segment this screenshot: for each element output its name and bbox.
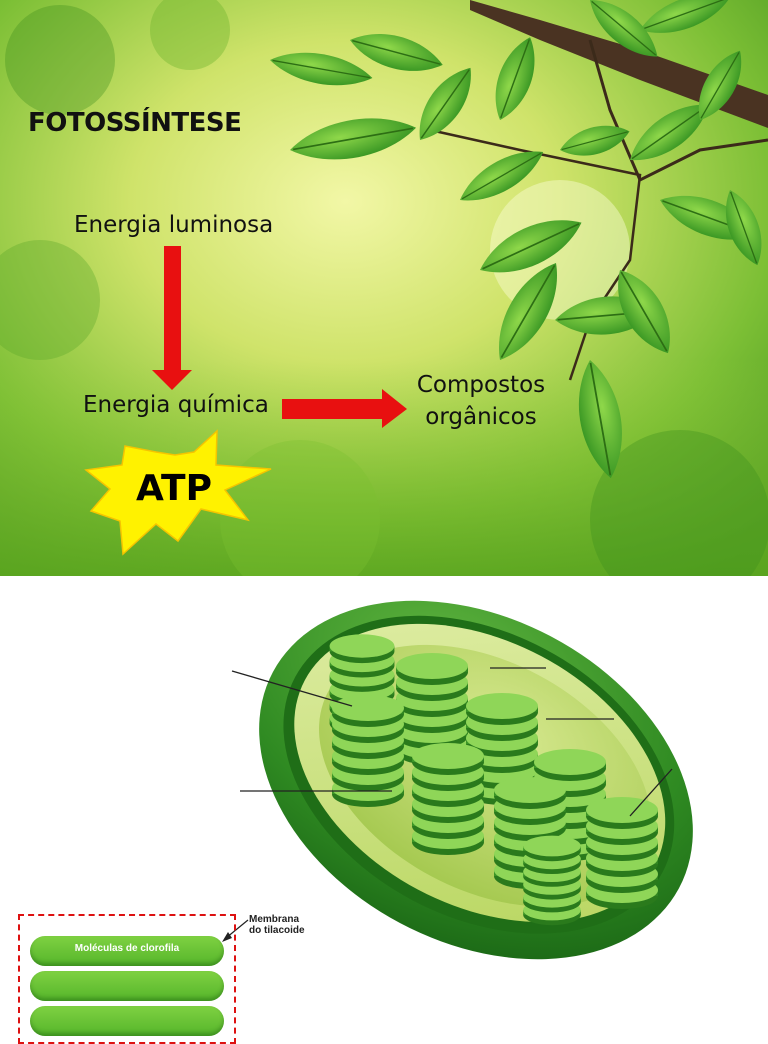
organic-compounds-line-2: orgânicos [425, 404, 537, 430]
right-arrow [282, 389, 407, 428]
chloroplast-section [0, 576, 768, 1024]
leaf-background-image [0, 0, 768, 576]
slide-title: FOTOSSÍNTESE [28, 108, 242, 138]
thylakoid-disc [30, 936, 224, 966]
energy-chemical-label: Energia química [83, 392, 269, 418]
photosynthesis-slide: FOTOSSÍNTESE Energia luminosa Energia qu… [0, 0, 768, 576]
organic-compounds-line-1: Compostos [416, 372, 546, 398]
chlorophyll-molecules-label: Moléculas de clorofila [74, 943, 180, 954]
pointer-line-1 [231, 670, 353, 707]
organic-compounds-label: Compostos orgânicos [398, 369, 564, 433]
thylakoid-disc [30, 1006, 224, 1036]
thylakoid-membrane-label: Membrana do tilacoide [249, 914, 305, 936]
energy-light-label: Energia luminosa [74, 212, 274, 238]
chloroplast-illustration [222, 600, 693, 960]
pointer-line-5 [629, 768, 673, 817]
thylakoid-disc [30, 971, 224, 1001]
down-arrow [152, 246, 192, 390]
atp-starburst [84, 429, 272, 556]
atp-label: ATP [135, 468, 212, 509]
flow-arrows [84, 246, 407, 556]
